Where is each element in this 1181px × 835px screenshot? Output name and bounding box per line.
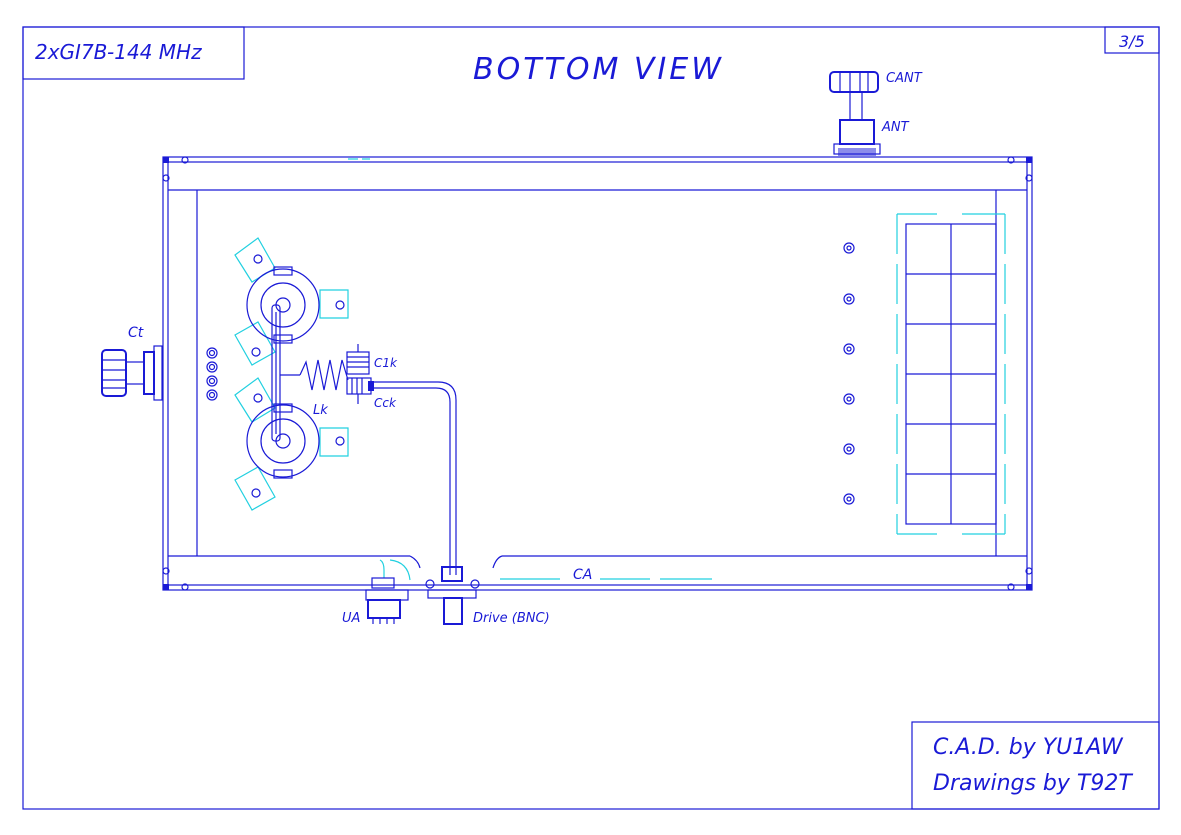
- credits-block: C.A.D. by YU1AW Drawings by T92T: [911, 721, 1160, 810]
- tuning-capacitor-ct: Ct: [101, 325, 163, 401]
- label-drive: Drive (BNC): [473, 611, 550, 626]
- tube-socket-lower: [234, 377, 349, 511]
- page-number: 3/5: [1119, 32, 1145, 51]
- anode-capacitor-ca: CA: [500, 567, 712, 583]
- coil-lk: Lk: [299, 359, 349, 418]
- label-ua: UA: [342, 611, 360, 626]
- capacitor-c1k: C1k: [346, 344, 398, 375]
- drive-bnc-connector: Drive (BNC): [425, 566, 550, 626]
- label-cck: Cck: [374, 396, 397, 410]
- label-c1k: C1k: [374, 356, 398, 370]
- sheet-border: [22, 26, 1160, 810]
- label-ca: CA: [573, 567, 592, 583]
- title-block-text: 2xGI7B-144 MHz: [35, 40, 202, 64]
- label-lk: Lk: [313, 403, 328, 418]
- capacitor-cck: Cck: [346, 377, 397, 410]
- ventilation-grid: [896, 213, 1006, 535]
- credits-line-2: Drawings by T92T: [933, 771, 1133, 796]
- cathode-line: [271, 304, 300, 442]
- view-title: BOTTOM VIEW: [473, 52, 724, 87]
- label-ct: Ct: [128, 325, 144, 341]
- page-number-box: 3/5: [1104, 26, 1160, 54]
- label-cant: CANT: [886, 71, 923, 86]
- chassis: [162, 156, 1033, 591]
- mounting-holes: [843, 242, 855, 505]
- ua-connector: UA: [342, 559, 411, 626]
- label-ant: ANT: [881, 120, 910, 135]
- feedthrough-holes: [206, 347, 218, 401]
- credits-line-1: C.A.D. by YU1AW: [933, 735, 1124, 760]
- antenna-capacitor: CANT ANT: [829, 71, 923, 156]
- drive-coax-line: [374, 381, 457, 575]
- tube-socket-upper: [234, 237, 349, 366]
- title-block: 2xGI7B-144 MHz: [22, 26, 245, 80]
